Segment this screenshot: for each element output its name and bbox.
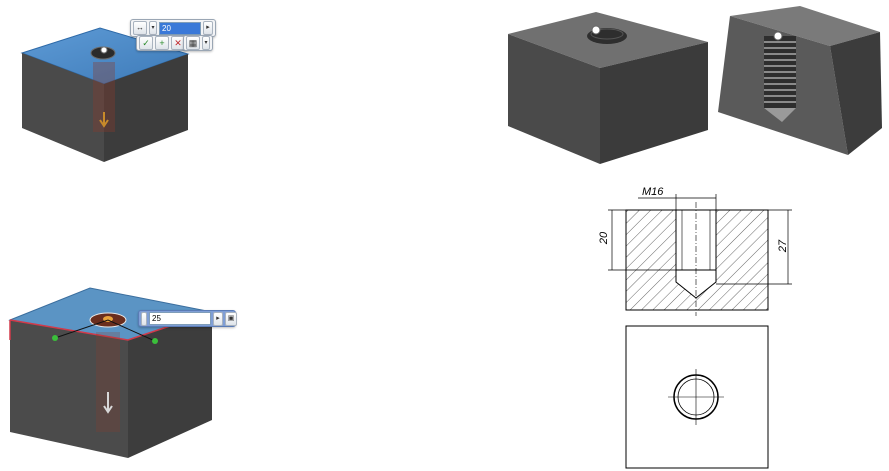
distance-dimension-icon[interactable]: ↔ <box>133 21 147 35</box>
depth-thread-label: 20 <box>598 231 611 245</box>
block-left-face <box>508 34 600 164</box>
hole-center-point <box>100 46 108 54</box>
depth-total-label: 27 <box>777 239 790 253</box>
plus-icon[interactable]: + <box>155 36 169 50</box>
lock-icon[interactable]: ▣ <box>225 311 237 326</box>
bottom-left-block-view[interactable] <box>0 280 240 470</box>
confirm-minitoolbar: ✓ + ✕ <box>136 35 188 51</box>
block-right-face <box>600 42 708 164</box>
depth-arrow-icon <box>103 392 113 414</box>
triangle-right-icon[interactable]: ▸ <box>213 311 223 326</box>
checkmark-icon[interactable]: ✓ <box>139 36 153 50</box>
thread-cut <box>764 36 796 122</box>
section-view <box>608 194 792 316</box>
hole-depth-preview <box>93 62 115 132</box>
block-left-face <box>10 320 128 458</box>
hole-depth-preview <box>96 332 120 432</box>
depth-arrow-icon <box>99 112 109 128</box>
chevron-down-icon[interactable]: ▾ <box>149 21 157 35</box>
hole-depth-minitoolbar: ▸ ▣ <box>138 310 237 327</box>
section-block-right-face <box>830 32 882 155</box>
drag-handle[interactable] <box>141 311 147 326</box>
block-right-face <box>104 54 188 162</box>
rendered-blocks-view <box>508 6 882 164</box>
reference-point <box>52 335 58 341</box>
reference-line <box>54 319 156 342</box>
options-minitoolbar: ▦ ▾ <box>183 35 213 51</box>
technical-drawing <box>608 194 792 469</box>
block-right-face <box>128 312 212 458</box>
block-left-face <box>22 53 104 162</box>
hole-center-point <box>773 31 783 41</box>
plan-view <box>625 325 769 469</box>
depth-value-input[interactable] <box>149 312 211 325</box>
reference-point <box>152 338 158 344</box>
thread-label: M16 <box>642 186 664 198</box>
hole-rim <box>590 28 624 40</box>
chevron-down-icon[interactable]: ▾ <box>202 36 210 50</box>
section-block-top-face <box>730 6 880 46</box>
triangle-right-icon[interactable]: ▸ <box>203 21 213 35</box>
hole-center-point <box>591 25 601 35</box>
options-menu-icon[interactable]: ▦ <box>186 36 200 50</box>
depth-value-input[interactable] <box>159 21 201 35</box>
